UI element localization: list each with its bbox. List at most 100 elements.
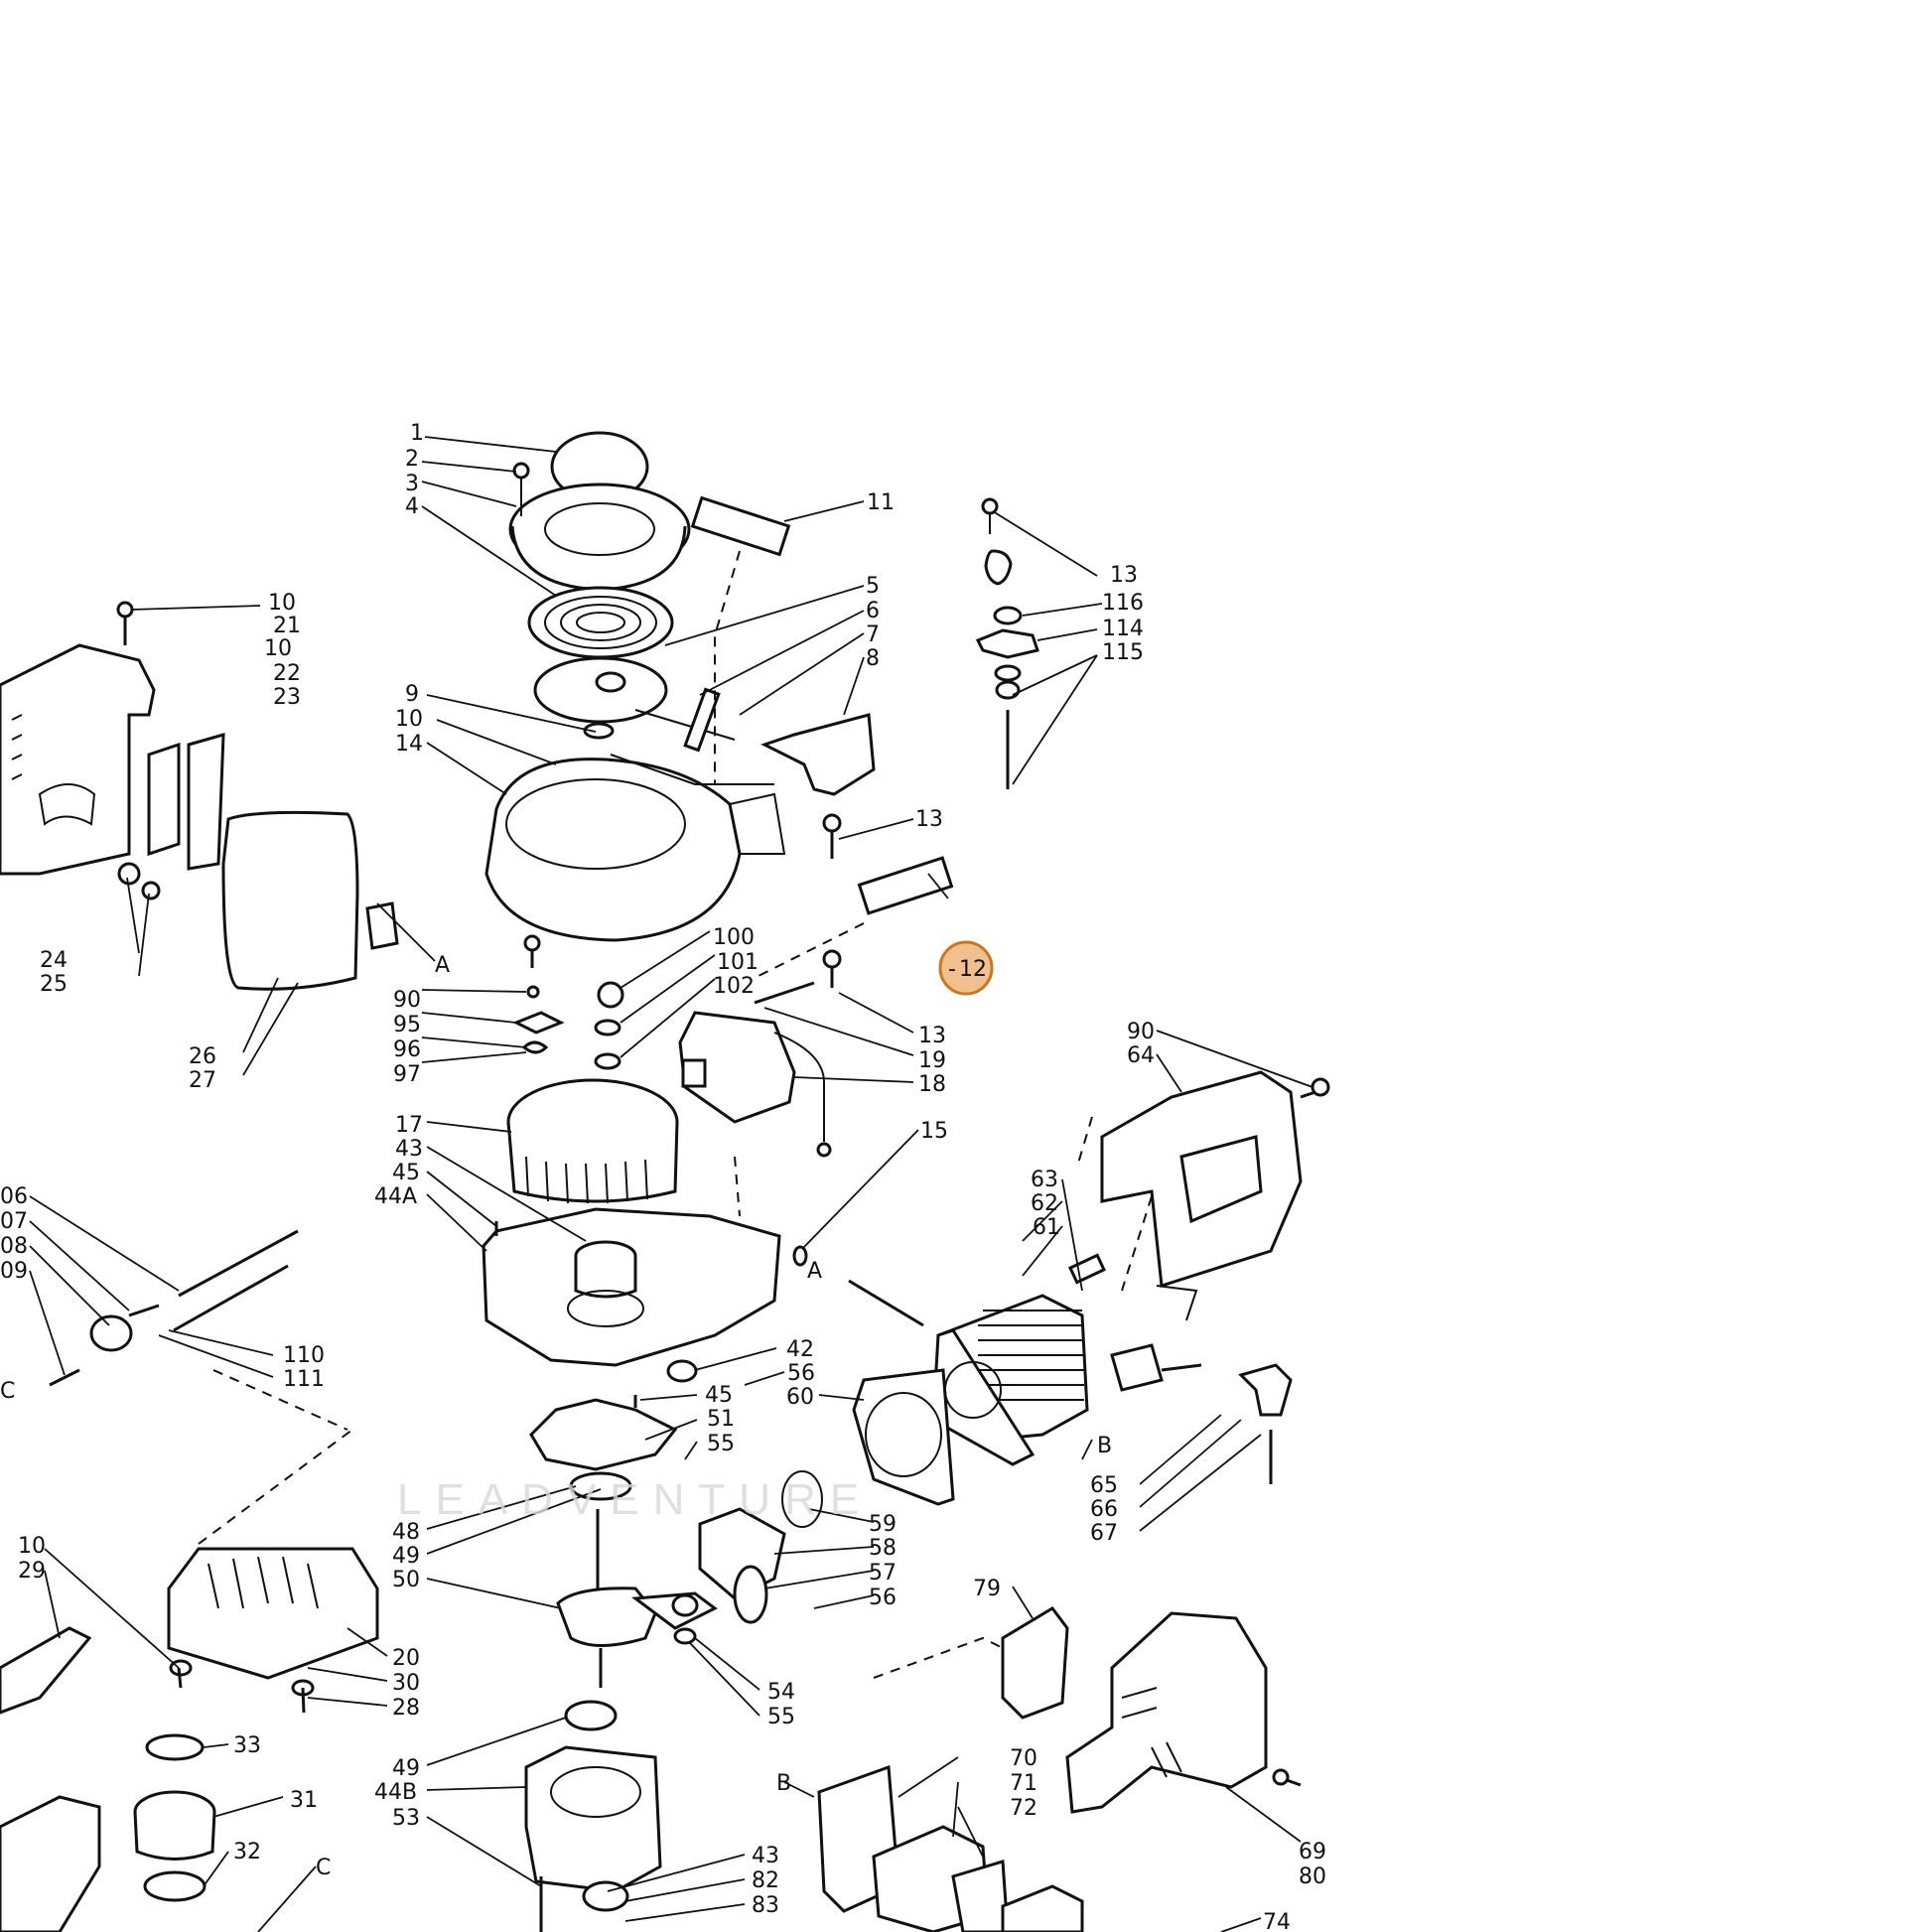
callout-c33[interactable]: 33 [233,1733,261,1758]
callout-c11[interactable]: 11 [867,490,895,515]
callout-c44A[interactable]: 44A [374,1184,417,1209]
callout-c62[interactable]: 62 [1031,1191,1058,1216]
callout-c58[interactable]: 58 [869,1536,897,1561]
callout-c55b[interactable]: 55 [767,1705,795,1729]
callout-c53[interactable]: 53 [392,1806,420,1831]
callout-c56b[interactable]: 56 [869,1586,897,1610]
callout-c60[interactable]: 60 [786,1385,814,1410]
callout-c44B[interactable]: 44B [374,1780,417,1805]
highlight-circle[interactable] [938,940,994,996]
callout-c71[interactable]: 71 [1010,1771,1037,1796]
callout-c69[interactable]: 69 [1299,1840,1326,1864]
callout-c83[interactable]: 83 [752,1893,779,1918]
callout-c74[interactable]: 74 [1263,1910,1291,1932]
callout-c10c[interactable]: 10 [264,636,292,661]
callout-c19[interactable]: 19 [918,1048,946,1073]
callout-c2[interactable]: 2 [405,447,419,472]
callout-c72[interactable]: 72 [1010,1796,1037,1821]
callout-c1[interactable]: 1 [410,421,424,446]
callout-c27[interactable]: 27 [189,1068,216,1093]
callout-c116[interactable]: 116 [1102,591,1144,616]
callout-c5[interactable]: 5 [866,574,880,599]
callout-cB1[interactable]: B [1097,1434,1112,1458]
callout-c08[interactable]: 08 [0,1234,28,1259]
callout-c59[interactable]: 59 [869,1512,897,1537]
callout-c70[interactable]: 70 [1010,1746,1037,1771]
callout-c28[interactable]: 28 [392,1696,420,1721]
callout-c29[interactable]: 29 [18,1559,46,1584]
callout-c07[interactable]: 07 [0,1209,28,1234]
callout-c22[interactable]: 22 [273,661,301,686]
callout-c43a[interactable]: 43 [395,1137,423,1162]
callout-c110[interactable]: 110 [283,1343,325,1368]
callout-c7[interactable]: 7 [866,622,880,647]
callout-c45a[interactable]: 45 [392,1161,420,1185]
callout-cA2[interactable]: A [807,1259,822,1284]
callout-c61[interactable]: 61 [1033,1215,1060,1240]
callout-cC2[interactable]: C [316,1856,331,1880]
callout-c54[interactable]: 54 [767,1680,795,1705]
callout-c06[interactable]: 06 [0,1184,28,1209]
callout-c80[interactable]: 80 [1299,1864,1326,1889]
callout-c14[interactable]: 14 [395,732,423,757]
callout-c45b[interactable]: 45 [705,1383,733,1408]
callout-c10b[interactable]: 10 [268,591,296,616]
callout-c102[interactable]: 102 [713,974,755,999]
callout-cA1[interactable]: A [435,953,450,978]
callout-c90a[interactable]: 90 [393,988,421,1013]
callout-c95[interactable]: 95 [393,1013,421,1037]
callout-c115[interactable]: 115 [1102,640,1144,665]
callout-c55a[interactable]: 55 [707,1432,735,1456]
callout-c15[interactable]: 15 [920,1119,948,1144]
callout-c49b[interactable]: 49 [392,1756,420,1781]
callout-c90b[interactable]: 90 [1127,1020,1155,1044]
callout-c6[interactable]: 6 [866,599,880,623]
callout-c57[interactable]: 57 [869,1561,897,1586]
callout-c26[interactable]: 26 [189,1044,216,1069]
callout-c31[interactable]: 31 [290,1788,318,1813]
callout-c20[interactable]: 20 [392,1646,420,1671]
callout-c10a[interactable]: 10 [395,707,423,732]
callout-c96[interactable]: 96 [393,1037,421,1062]
callout-c23[interactable]: 23 [273,685,301,710]
callout-c17[interactable]: 17 [395,1113,423,1138]
callout-c63[interactable]: 63 [1031,1168,1058,1192]
callout-c30[interactable]: 30 [392,1671,420,1696]
callout-c114[interactable]: 114 [1102,617,1144,641]
callout-c51[interactable]: 51 [707,1407,735,1432]
callout-cB2[interactable]: B [776,1771,791,1796]
callout-c49a[interactable]: 49 [392,1544,420,1569]
callout-c65[interactable]: 65 [1090,1473,1118,1498]
callout-c100[interactable]: 100 [713,925,755,950]
callout-c67[interactable]: 67 [1090,1521,1118,1546]
callout-c66[interactable]: 66 [1090,1497,1118,1522]
callout-c13b[interactable]: 13 [915,807,943,832]
callout-c3[interactable]: 3 [405,472,419,496]
callout-c97[interactable]: 97 [393,1062,421,1087]
callout-c13c[interactable]: 13 [918,1024,946,1048]
callout-c8[interactable]: 8 [866,646,880,671]
callout-c111[interactable]: 111 [283,1367,325,1392]
callout-cC1[interactable]: C [0,1379,15,1404]
callout-c18[interactable]: 18 [918,1072,946,1097]
callout-c64[interactable]: 64 [1127,1043,1155,1068]
callout-c79[interactable]: 79 [973,1577,1001,1601]
callout-c32[interactable]: 32 [233,1840,261,1864]
callout-c4[interactable]: 4 [405,494,419,519]
callout-highlight-label: 12 [959,957,987,982]
callout-c10d[interactable]: 10 [18,1534,46,1559]
callout-c56a[interactable]: 56 [787,1361,815,1386]
callout-c43b[interactable]: 43 [752,1844,779,1868]
callout-c13a[interactable]: 13 [1110,563,1138,588]
callout-c21[interactable]: 21 [273,614,301,638]
callout-c24[interactable]: 24 [40,948,68,973]
callout-c50[interactable]: 50 [392,1568,420,1592]
callout-c48[interactable]: 48 [392,1520,420,1545]
callout-c09[interactable]: 09 [0,1259,28,1284]
callout-c42[interactable]: 42 [786,1337,814,1362]
highlighted-callout-12[interactable]: - 12 [938,940,994,996]
callout-c101[interactable]: 101 [717,950,759,975]
callout-c82[interactable]: 82 [752,1868,779,1893]
callout-c25[interactable]: 25 [40,972,68,997]
callout-c9[interactable]: 9 [405,682,419,707]
